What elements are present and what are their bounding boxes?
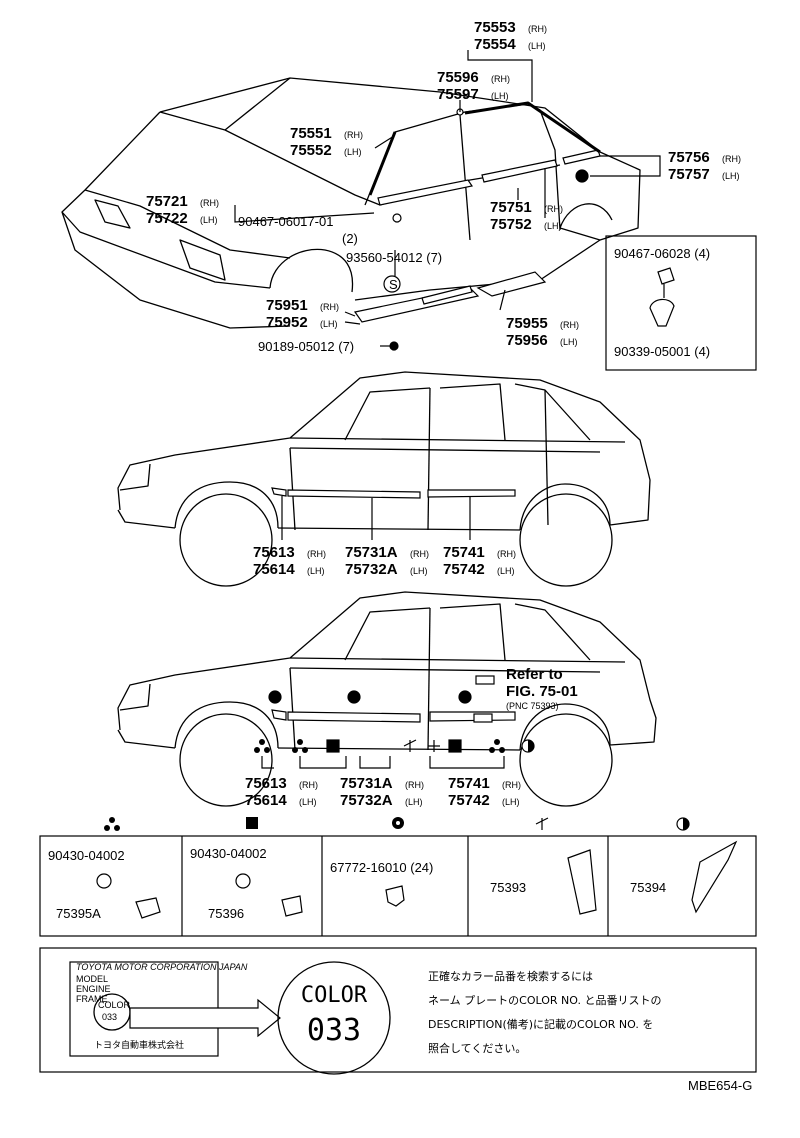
plate-field-frame: FRAME: [76, 994, 108, 1004]
lh-suffix: (LH): [528, 41, 546, 51]
refer-line-2: FIG. 75-01: [506, 683, 578, 700]
lh-suffix: (LH): [320, 319, 338, 329]
table-c5-part1: 75394: [630, 880, 666, 895]
table-c1-part2: 75395A: [56, 906, 101, 921]
fastener-table: [39, 817, 757, 937]
lh-suffix: (LH): [502, 797, 520, 807]
s-mark: S: [389, 277, 398, 292]
label-75742: 75742: [443, 561, 485, 578]
label-90339-05001: 90339-05001 (4): [614, 344, 710, 359]
lh-suffix: (LH): [344, 147, 362, 157]
table-c2-part2: 75396: [208, 906, 244, 921]
table-c2-part1: 90430-04002: [190, 846, 267, 861]
car-perspective-view: [61, 77, 641, 351]
rh-suffix: (RH): [344, 130, 363, 140]
label-75742-b: 75742: [448, 792, 490, 809]
lh-suffix: (LH): [722, 171, 740, 181]
rh-suffix: (RH): [299, 780, 318, 790]
big-color-label: COLOR: [301, 983, 368, 1008]
lh-suffix: (LH): [405, 797, 423, 807]
lh-suffix: (LH): [497, 566, 515, 576]
label-75732A: 75732A: [345, 561, 398, 578]
big-color-no: 033: [307, 1013, 361, 1048]
rh-suffix: (RH): [200, 198, 219, 208]
rh-suffix: (RH): [491, 74, 510, 84]
rh-suffix: (RH): [528, 24, 547, 34]
table-c4-part1: 75393: [490, 880, 526, 895]
label-75951: 75951: [266, 297, 308, 314]
label-75952: 75952: [266, 314, 308, 331]
rh-suffix: (RH): [307, 549, 326, 559]
note-line-2: ネーム プレートのCOLOR NO. と品番リストの: [428, 994, 661, 1007]
table-c3-part1: 67772-16010 (24): [330, 860, 433, 875]
plate-color-label: COLOR: [98, 1000, 131, 1010]
rh-suffix: (RH): [320, 302, 339, 312]
label-75741: 75741: [443, 544, 485, 561]
label-75551: 75551: [290, 125, 332, 142]
leader-lines-top: [234, 50, 661, 347]
label-qty-2: (2): [342, 231, 358, 246]
car-side-view-2: [117, 591, 657, 807]
label-75731A-b: 75731A: [340, 775, 393, 792]
lh-suffix: (LH): [299, 797, 317, 807]
refer-line-3: (PNC 75393): [506, 701, 559, 711]
label-75732A-b: 75732A: [340, 792, 393, 809]
label-75614: 75614: [253, 561, 295, 578]
label-75613-b: 75613: [245, 775, 287, 792]
label-75597: 75597: [437, 86, 479, 103]
rh-suffix: (RH): [502, 780, 521, 790]
label-75721: 75721: [146, 193, 188, 210]
plate-field-engine: ENGINE: [76, 984, 111, 994]
plate-color-no: 033: [102, 1012, 117, 1022]
rh-suffix: (RH): [497, 549, 516, 559]
color-plate-box: [39, 947, 757, 1075]
lh-suffix: (LH): [544, 221, 562, 231]
label-75554: 75554: [474, 36, 516, 53]
lh-suffix: (LH): [491, 91, 509, 101]
label-75741-b: 75741: [448, 775, 490, 792]
note-line-1: 正確なカラー品番を検索するには: [428, 969, 593, 983]
plate-jp-company: トヨタ自動車株式会社: [94, 1039, 184, 1050]
note-line-3: DESCRIPTION(備考)に記載のCOLOR NO. を: [428, 1017, 653, 1031]
leader-lines-middle: [281, 496, 471, 540]
lh-suffix: (LH): [307, 566, 325, 576]
plate-field-model: MODEL: [76, 974, 108, 984]
plate-company: TOYOTA MOTOR CORPORATION JAPAN: [76, 962, 248, 972]
rh-suffix: (RH): [410, 549, 429, 559]
lh-suffix: (LH): [200, 215, 218, 225]
label-75757: 75757: [668, 166, 710, 183]
label-90189-05012: 90189-05012 (7): [258, 339, 354, 354]
clip-inset-box: [605, 235, 757, 371]
table-c1-part1: 90430-04002: [48, 848, 125, 863]
label-75722: 75722: [146, 210, 188, 227]
lh-suffix: (LH): [410, 566, 428, 576]
note-line-4: 照合してください。: [428, 1041, 526, 1055]
label-90467-06017-01: 90467-06017-01: [238, 214, 333, 229]
label-75731A: 75731A: [345, 544, 398, 561]
rh-suffix: (RH): [722, 154, 741, 164]
symbol-row: [254, 739, 535, 769]
label-93560-54012: 93560-54012 (7): [346, 250, 442, 265]
footer-code: MBE654-G: [688, 1078, 752, 1093]
rh-suffix: (RH): [560, 320, 579, 330]
label-75752: 75752: [490, 216, 532, 233]
refer-line-1: Refer to: [506, 666, 563, 683]
label-75552: 75552: [290, 142, 332, 159]
label-75956: 75956: [506, 332, 548, 349]
label-75553: 75553: [474, 19, 516, 36]
lh-suffix: (LH): [560, 337, 578, 347]
label-75955: 75955: [506, 315, 548, 332]
label-75596: 75596: [437, 69, 479, 86]
rh-suffix: (RH): [405, 780, 424, 790]
label-75751: 75751: [490, 199, 532, 216]
label-90467-06028: 90467-06028 (4): [614, 246, 710, 261]
car-side-view-1: [117, 371, 651, 587]
label-75613: 75613: [253, 544, 295, 561]
label-75614-b: 75614: [245, 792, 287, 809]
label-75756: 75756: [668, 149, 710, 166]
rh-suffix: (RH): [544, 204, 563, 214]
